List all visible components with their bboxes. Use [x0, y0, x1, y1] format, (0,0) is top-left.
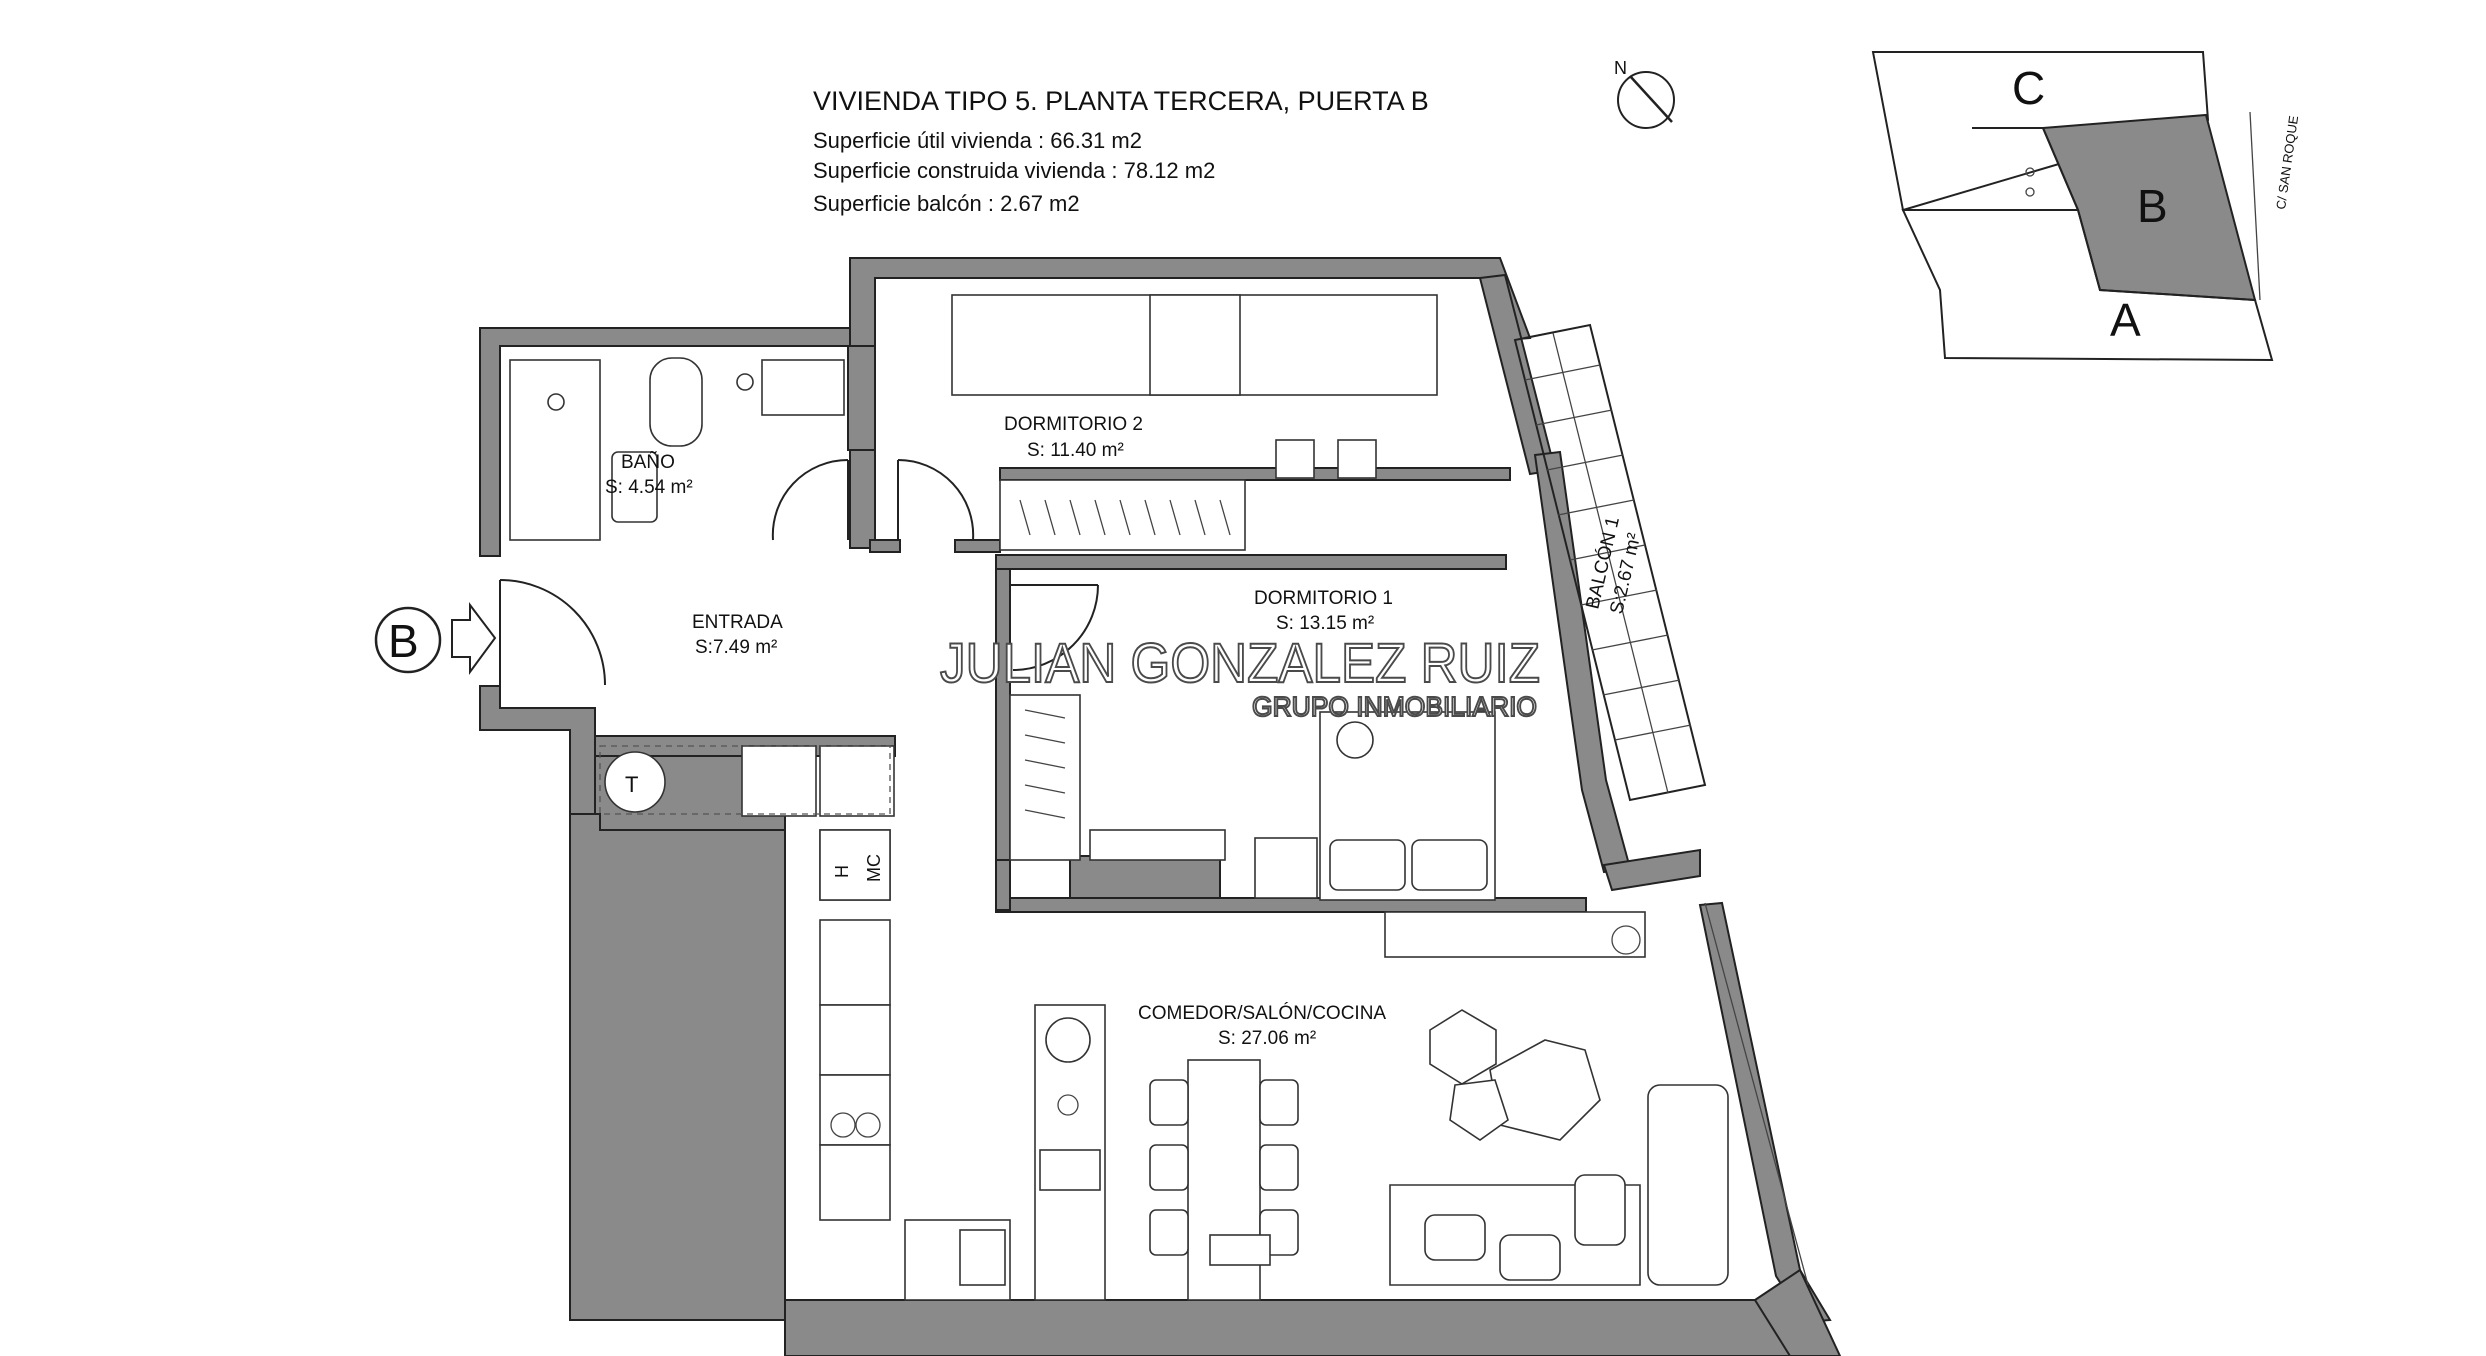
oven-icon	[819, 1074, 891, 1146]
dorm1-area: S: 13.15 m²	[1276, 613, 1374, 634]
appliance-mc-label: MC	[864, 854, 884, 882]
watermark: JULIAN GONZALEZ RUIZ GRUPO INMOBILIARIO	[939, 630, 1541, 723]
water-heater-icon	[604, 751, 666, 813]
key-label-b: B	[2137, 180, 2168, 232]
watermark-name: JULIAN GONZALEZ RUIZ	[940, 631, 1540, 694]
tv-unit-icon	[1384, 911, 1646, 958]
comedor-name: COMEDOR/SALÓN/COCINA	[1138, 1002, 1386, 1024]
balcony	[1513, 323, 1707, 802]
cooktop-icon	[1057, 1094, 1079, 1116]
nightstand-icon	[1149, 294, 1241, 396]
key-label-a: A	[2110, 294, 2141, 346]
plan-header: VIVIENDA TIPO 5. PLANTA TERCERA, PUERTA …	[813, 86, 1429, 216]
dorm2-name: DORMITORIO 2	[1004, 414, 1143, 435]
dorm1-name: DORMITORIO 1	[1254, 588, 1393, 609]
key-plan: C B A C/ SAN ROQUE	[1871, 51, 2301, 362]
built-area-line: Superficie construida vivienda : 78.12 m…	[813, 158, 1215, 183]
walls	[479, 257, 1842, 1356]
shower-tray-icon	[509, 359, 601, 541]
cabinet-icon	[741, 745, 817, 817]
living-furniture	[1149, 902, 1809, 1301]
watermark-sub: GRUPO INMOBILIARIO	[1252, 691, 1537, 722]
doors	[499, 458, 1099, 686]
appliance-h-label: H	[832, 865, 852, 878]
rug-icon	[1489, 1039, 1601, 1141]
person-icon	[1336, 721, 1374, 759]
wardrobe-dorm2-icon	[999, 479, 1246, 551]
counter-icon	[819, 1004, 891, 1076]
coffee-table-icon	[1429, 1009, 1497, 1085]
block-a-outline	[1901, 209, 2274, 362]
chair-icon-4	[1259, 1079, 1299, 1126]
bano-area: S: 4.54 m²	[605, 477, 693, 498]
island-drawer-icon	[1039, 1149, 1101, 1191]
sink-bowl-icon	[959, 1229, 1006, 1286]
room-labels: BAÑO S: 4.54 m² DORMITORIO 2 S: 11.40 m²…	[605, 414, 1645, 1049]
balcony-area-line: Superficie balcón : 2.67 m2	[813, 191, 1080, 216]
centerpiece-icon	[1209, 1234, 1271, 1266]
dorm2-door-swing	[897, 458, 975, 541]
toilet-icon	[649, 357, 703, 447]
stool-icon-2	[1337, 439, 1377, 479]
chair-icon-2	[1149, 1144, 1189, 1191]
entrada-name: ENTRADA	[692, 612, 783, 633]
stool-icon	[1275, 439, 1315, 479]
sink-icon	[761, 359, 845, 416]
plant-icon	[1045, 1017, 1091, 1063]
bano-name: BAÑO	[621, 451, 675, 473]
kitchen-fixtures: T H MC	[599, 745, 1106, 1301]
dishwasher-icon	[819, 1144, 891, 1221]
bathroom-door-swing	[771, 458, 849, 541]
decor-plant-icon	[1611, 925, 1641, 955]
entrance-marker: B	[374, 602, 497, 676]
bath-mat-icon	[611, 451, 658, 523]
shower-drain-icon	[547, 393, 565, 411]
person-seated-icon	[1574, 1174, 1626, 1246]
comedor-area: S: 27.06 m²	[1218, 1028, 1316, 1049]
dorm1-furniture	[1009, 694, 1496, 901]
chair-icon-3	[1149, 1209, 1189, 1256]
entrada-area: S:7.49 m²	[695, 637, 777, 658]
armchair-icon	[1647, 1084, 1729, 1286]
partitions	[869, 467, 1587, 913]
pillow-icon-2	[1411, 839, 1488, 891]
dorm2-area: S: 11.40 m²	[1027, 440, 1124, 461]
entry-door-swing[interactable]	[499, 579, 606, 686]
entrance-marker-circle	[374, 606, 442, 674]
north-arrow-icon: N	[1614, 58, 1675, 129]
bathroom-fixtures	[509, 357, 845, 541]
cushion-icon	[1424, 1214, 1486, 1261]
pillow-icon	[1329, 839, 1406, 891]
water-heater-label: T	[625, 772, 638, 797]
dorm2-furniture	[951, 294, 1438, 551]
key-label-c: C	[2012, 62, 2045, 114]
north-label: N	[1614, 58, 1627, 78]
chair-icon-5	[1259, 1144, 1299, 1191]
cabinet-icon-2	[819, 745, 895, 817]
dorm1-door-swing	[1012, 584, 1099, 671]
plan-title: VIVIENDA TIPO 5. PLANTA TERCERA, PUERTA …	[813, 86, 1429, 116]
wardrobe-dorm1-icon	[1009, 694, 1081, 861]
side-table-icon	[1449, 1079, 1509, 1141]
entry-arrow-icon	[451, 602, 497, 676]
nightstand-dorm1-icon	[1254, 837, 1318, 899]
bidet-tap-icon	[736, 373, 754, 391]
chair-icon	[1149, 1079, 1189, 1126]
key-street-label: C/ SAN ROQUE	[2273, 114, 2301, 210]
cushion-icon-2	[1499, 1234, 1561, 1281]
fridge-icon	[819, 919, 891, 1006]
useful-area-line: Superficie útil vivienda : 66.31 m2	[813, 128, 1142, 153]
shelf-icon	[1089, 829, 1226, 861]
entrance-marker-label: B	[388, 615, 419, 667]
